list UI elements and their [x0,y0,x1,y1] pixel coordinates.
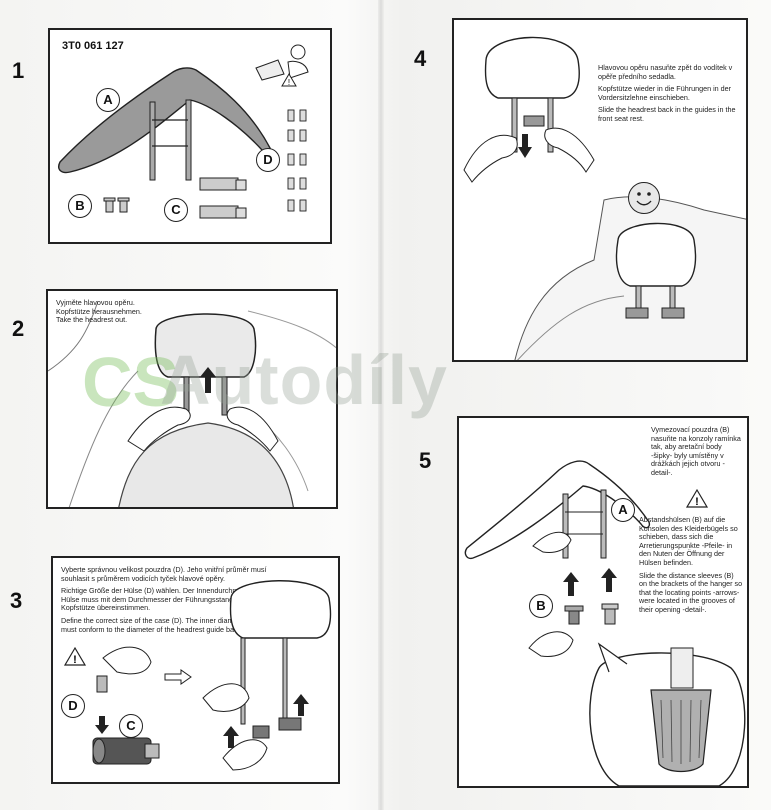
label-c: C [164,198,188,222]
hanger-illustration [58,44,309,219]
panel-2-text-en: Take the headrest out. [56,315,128,325]
svg-text:!: ! [288,78,290,87]
panel-4-text-cz: Hlavovou opěru nasuňte zpět do vodítek v… [598,63,733,81]
part-number: 3T0 061 127 [62,40,124,52]
warning-triangle-icon: ! [281,73,297,87]
panel-2-remove-headrest: Vyjměte hlavovou opěru. Kopfstütze herau… [46,289,338,509]
svg-text:!: ! [695,496,699,508]
panel-4-text-en: Slide the headrest back in the guides in… [598,105,736,123]
panel-1-contents: 3T0 061 127 ! A B C D [48,28,332,244]
label-d: D [61,694,85,718]
panel-5-distance-sleeves: ! A B Vymezovací pouzdra (B) nasuňte na … [457,416,749,788]
headrest-guide-illustration [92,580,332,771]
warning-triangle-icon: ! [685,488,709,508]
panel-5-text-en: Slide the distance sleeves (B) on the br… [639,570,743,614]
label-b: B [68,194,92,218]
step-number-4: 4 [414,46,427,71]
arrow-down-icon [95,716,109,734]
panel-5-text-block: Abstandshülsen (B) auf die Konsolen des … [639,515,743,619]
panel-3-text: Vyberte správnou velikost pouzdra (D). J… [61,565,269,638]
label-a: A [96,88,120,112]
arrow-up-icon [293,694,309,716]
panel-3-text-cz: Vyberte správnou velikost pouzdra (D). J… [61,565,267,583]
step-number-1: 1 [12,58,25,83]
arrow-up-icon [563,572,579,596]
panel-5-text-cz-block: Vymezovací pouzdra (B) nasuňte na konzol… [651,425,743,482]
arrow-up-icon [601,568,617,592]
arrow-up-icon [223,726,239,748]
car-interior-illustration [48,300,336,507]
panel-3-text-en: Define the correct size of the case (D).… [61,615,260,634]
smiley-icon [628,182,660,214]
page-fold [378,0,384,810]
panel-3-select-sleeve: Vyberte správnou velikost pouzdra (D). J… [51,556,340,784]
panel-2-text-de: Kopfstütze herausnehmen. [56,306,142,316]
svg-text:!: ! [73,654,77,666]
label-d: D [256,148,280,172]
headrest-reinsert-illustration [463,36,746,360]
step-number-3: 3 [10,588,23,613]
panel-5-text-de: Abstandshülsen (B) auf die Konsolen des … [639,515,738,567]
panel-4-text: Hlavovou opěru nasuňte zpět do vodítek v… [598,63,738,128]
warning-triangle-icon: ! [63,646,87,666]
watermark-logo: CS [82,343,180,421]
arrow-right-icon [164,669,192,685]
panel-3-text-de: Richtige Größe der Hülse (D) wählen. Der… [61,586,269,613]
panel-2-text: Vyjměte hlavovou opěru. Kopfstütze herau… [56,298,236,325]
arrow-up-icon [200,367,216,393]
panel-2-text-cz: Vyjměte hlavovou opěru. [56,298,135,307]
arrow-down-icon [518,134,532,158]
label-c: C [119,714,143,738]
step-number-2: 2 [12,316,25,341]
watermark-text: Autodíly [160,341,448,419]
panel-4-text-de: Kopfstütze wieder in die Führungen in de… [598,84,732,102]
step-number-5: 5 [419,448,432,473]
label-a: A [611,498,635,522]
panel-4-reinsert-headrest: Hlavovou opěru nasuňte zpět do vodítek v… [452,18,748,362]
hanger-sleeve-illustration [464,460,746,786]
label-b: B [529,594,553,618]
panel-5-text-cz: Vymezovací pouzdra (B) nasuňte na konzol… [651,425,741,477]
